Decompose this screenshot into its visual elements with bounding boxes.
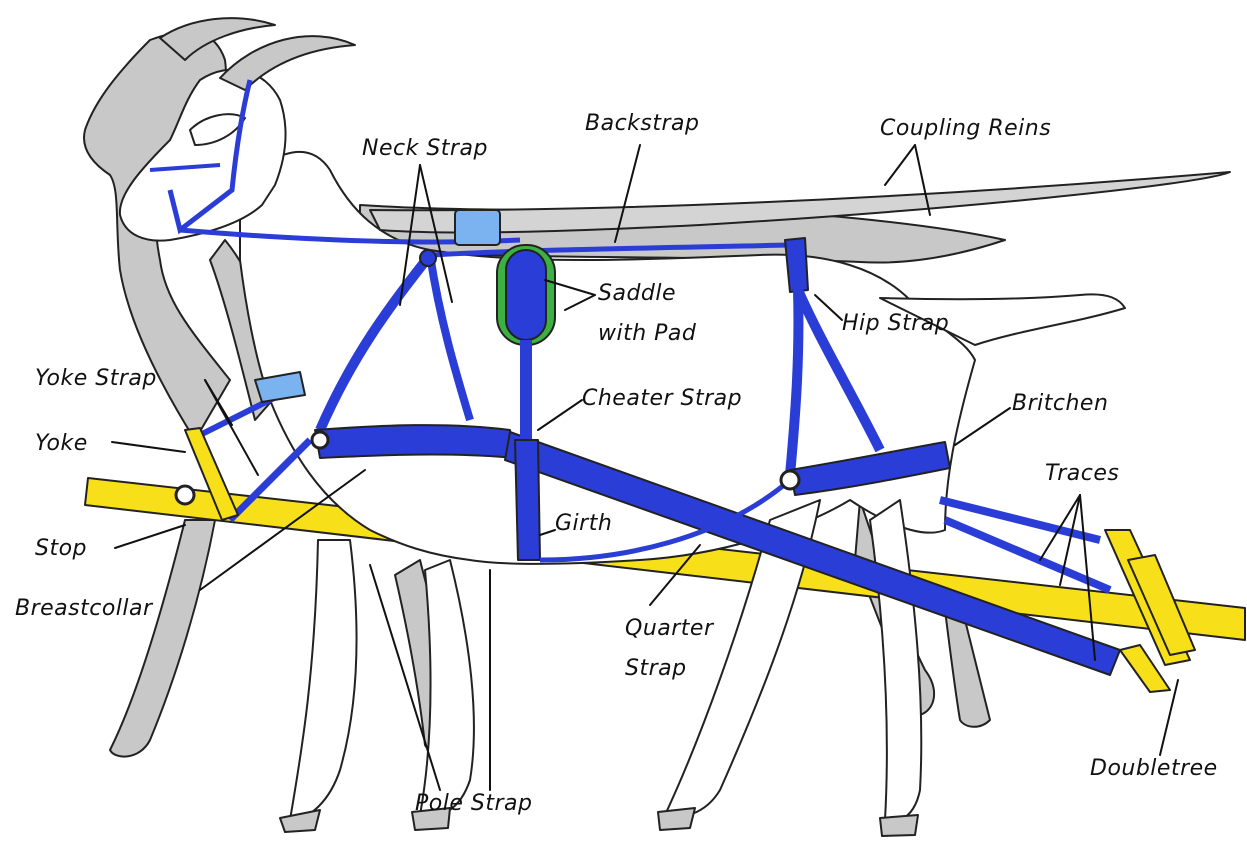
saddle-block (455, 210, 500, 245)
front-goat-hind-leg-2 (870, 500, 921, 821)
label-cheater-strap: Cheater Strap (582, 386, 742, 411)
label-with-pad: with Pad (598, 321, 697, 346)
label-yoke-strap: Yoke Strap (35, 366, 157, 391)
label-pole-strap: Pole Strap (415, 791, 532, 816)
label-hip-strap: Hip Strap (842, 311, 949, 336)
label-strap: Strap (625, 656, 687, 681)
hip-strap-band (785, 238, 808, 292)
label-traces: Traces (1045, 461, 1119, 486)
label-coupling-reins: Coupling Reins (880, 116, 1051, 141)
hoof-4 (880, 815, 918, 836)
label-quarter: Quarter (625, 616, 715, 641)
front-goat (120, 36, 1230, 836)
ring (312, 432, 328, 448)
leader-stop (115, 525, 185, 548)
label-doubletree: Doubletree (1090, 756, 1218, 781)
ring-3 (176, 486, 194, 504)
front-goat-front-leg (290, 540, 357, 820)
ring-4 (420, 250, 436, 266)
label-yoke: Yoke (35, 431, 88, 456)
front-goat-horn (220, 36, 355, 90)
label-stop: Stop (35, 536, 87, 561)
label-breastcollar: Breastcollar (15, 596, 154, 621)
back-goat-front-leg (110, 520, 215, 757)
leader-coupling-reins (885, 145, 915, 185)
hoof (280, 810, 320, 832)
label-girth: Girth (555, 511, 612, 536)
breastcollar-band (315, 425, 515, 458)
saddle (506, 250, 546, 340)
label-backstrap: Backstrap (585, 111, 700, 136)
trace-upper (940, 500, 1100, 540)
label-saddle: Saddle (598, 281, 676, 306)
label-britchen: Britchen (1012, 391, 1108, 416)
hoof-3 (658, 808, 695, 830)
ring-2 (781, 471, 799, 489)
label-neck-strap: Neck Strap (362, 136, 488, 161)
leader-yoke (112, 442, 185, 452)
girth-band (515, 440, 540, 560)
leader-britchen (955, 408, 1010, 445)
